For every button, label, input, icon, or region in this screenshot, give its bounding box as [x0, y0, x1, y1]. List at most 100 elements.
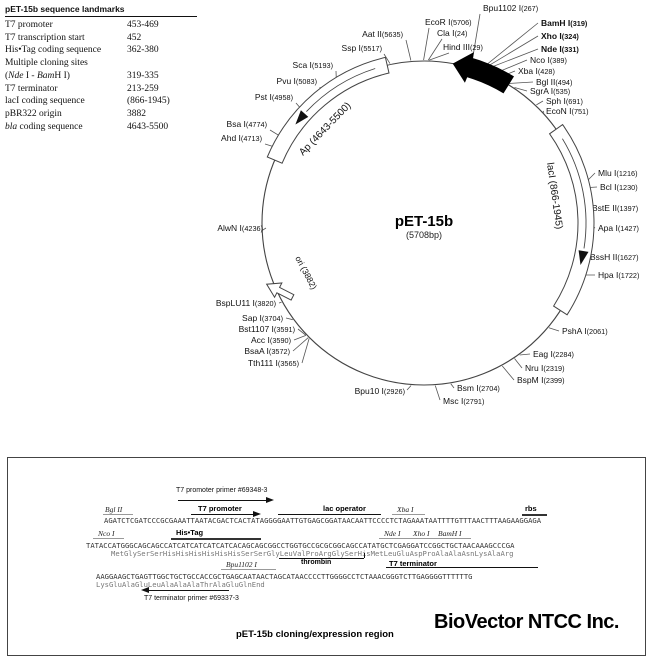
- site-label: BspLU11 I(3820): [216, 298, 276, 308]
- site-leader-line: [450, 383, 455, 389]
- landmark-value: 362-380: [127, 45, 159, 56]
- site-label: Acc I(3590): [251, 335, 291, 345]
- ncoi-underline: [93, 538, 124, 539]
- site-label: SgrA I(535): [530, 86, 570, 96]
- right-arrow-icon: [266, 497, 274, 503]
- xhoi-underline: [408, 538, 438, 539]
- plasmid-map: Cla I(24)Hind III(29)Bpu1102 I(267)BamH …: [216, 3, 640, 406]
- landmark-label: T7 transcription start: [5, 32, 85, 43]
- landmark-row: lacI coding sequence(866-1945): [5, 95, 197, 108]
- landmark-value: 4643-5500: [127, 121, 169, 132]
- ori-label: ori (3882): [293, 254, 319, 291]
- site-leader-line: [536, 100, 544, 106]
- bpu1102i-underline: [221, 569, 276, 570]
- site-label: Aat II(5635): [362, 29, 403, 39]
- landmark-value: 452: [127, 32, 142, 43]
- laci-gene-label: lacI (866-1945): [544, 162, 564, 230]
- site-leader-line: [297, 328, 307, 336]
- thrombin-label: thrombin: [301, 559, 332, 566]
- site-leader-line: [292, 337, 309, 352]
- his-tag-underline: [171, 538, 261, 540]
- lac-operator-underline: [278, 514, 381, 515]
- t7-terminator-primer-arrow-line: [149, 590, 229, 591]
- landmark-value: (866-1945): [127, 96, 170, 107]
- bglii-underline: [103, 514, 133, 515]
- landmark-value: 3882: [127, 108, 146, 119]
- site-label: Nco I(389): [530, 55, 567, 65]
- landmark-label: T7 terminator: [5, 83, 58, 94]
- site-leader-line: [260, 227, 267, 232]
- site-leader-line: [514, 87, 528, 92]
- site-leader-line: [423, 27, 430, 61]
- site-label: Bst1107 I(3591): [239, 324, 295, 334]
- left-arrow-icon: [141, 587, 149, 593]
- translation-line-3: LysGluAlaGluLeuAlaAlaAlaThrAlaGluGlnEnd: [96, 580, 265, 589]
- site-label: Cla I(24): [437, 28, 467, 38]
- landmark-value: 213-259: [127, 83, 159, 94]
- landmark-value: 319-335: [127, 70, 159, 81]
- expression-region-panel: T7 promoter primer #69348-3 Bgl II T7 pr…: [7, 457, 646, 656]
- translation-line-2: MetGlySerSerHisHisHisHisHisHisSerSerGlyL…: [111, 549, 514, 558]
- landmarks-rule: [5, 16, 197, 17]
- ap-direction-arrowhead-icon: [295, 110, 309, 125]
- laci-direction-arrowhead-icon: [578, 250, 589, 265]
- site-label: Mlu I(1216): [598, 168, 638, 178]
- sequence-line-1: AGATCTCGATCCCGCGAAATTAATACGACTCACTATAGGG…: [104, 516, 542, 525]
- site-leader-line: [285, 317, 293, 321]
- site-label: Hind III(29): [443, 42, 483, 52]
- site-label: Tth111 I(3565): [248, 358, 299, 368]
- t7-promoter-label: T7 promoter: [198, 504, 242, 513]
- site-label: Ahd I(4713): [221, 133, 262, 143]
- site-label: Xho I(324): [541, 31, 579, 41]
- site-leader-line: [383, 53, 391, 64]
- site-label: Xba I(428): [518, 66, 555, 76]
- sequence-line-2: TATACCATGGGCAGCAGCCATCATCATCATCATCACAGCA…: [86, 541, 515, 550]
- site-label: Nru I(2319): [525, 363, 565, 373]
- landmark-row: T7 terminator 213-259: [5, 83, 197, 96]
- site-label: Sph I(691): [546, 96, 583, 106]
- landmarks-title: pET-15b sequence landmarks: [5, 4, 125, 14]
- site-label: BssH II(1627): [590, 252, 639, 262]
- plasmid-size: (5708bp): [406, 230, 442, 240]
- panel-caption: pET-15b cloning/expression region: [236, 629, 394, 640]
- xbai-label: Xba I: [397, 505, 414, 514]
- t7-promoter-arrow-line: [191, 514, 253, 515]
- site-leader-line: [501, 365, 515, 381]
- lac-operator-label: lac operator: [323, 504, 366, 513]
- site-leader-line: [519, 353, 531, 356]
- landmark-label: T7 promoter: [5, 20, 53, 30]
- site-label: BstE II(1397): [592, 203, 638, 213]
- restriction-site-labels: Cla I(24)Hind III(29)Bpu1102 I(267)BamH …: [216, 3, 640, 406]
- site-leader-line: [514, 358, 523, 369]
- landmark-row: T7 transcription start 452: [5, 32, 197, 45]
- xhoi-label: Xho I: [413, 529, 430, 538]
- t7-promoter-primer-label: T7 promoter primer #69348-3: [176, 487, 268, 494]
- site-leader-line: [293, 335, 307, 341]
- ncoi-label: Nco I: [98, 529, 115, 538]
- site-label: Bsm I(2704): [457, 383, 500, 393]
- plasmid-name: pET-15b: [395, 213, 453, 230]
- rbs-label: rbs: [525, 504, 537, 513]
- site-label: BamH I(319): [541, 18, 588, 28]
- thrombin-cleavage-tick: [364, 553, 365, 558]
- sequence-line-3: AAGGAAGCTGAGTTGGCTGCTGCCACCGCTGAGCAATAAC…: [96, 572, 473, 581]
- site-leader-line: [301, 338, 310, 364]
- site-label: EcoN I(751): [546, 106, 589, 116]
- site-label: Sap I(3704): [242, 313, 283, 323]
- site-label: PshA I(2061): [562, 326, 608, 336]
- site-label: Ssp I(5517): [342, 43, 382, 53]
- bamhi-underline: [434, 538, 471, 539]
- landmark-label: pBR322 origin: [5, 108, 62, 119]
- t7-terminator-primer-label: T7 terminator primer #69337-3: [144, 595, 239, 602]
- site-label: Pvu I(5083): [277, 76, 317, 86]
- bamhi-label: BamH I: [438, 529, 462, 538]
- site-leader-line: [548, 327, 560, 332]
- site-leader-line: [429, 52, 450, 61]
- landmark-row: pBR322 origin 3882: [5, 108, 197, 121]
- thrombin-underline: [279, 558, 364, 559]
- site-label: Bpu10 I(2926): [355, 386, 405, 396]
- site-label: Eag I(2284): [533, 349, 574, 359]
